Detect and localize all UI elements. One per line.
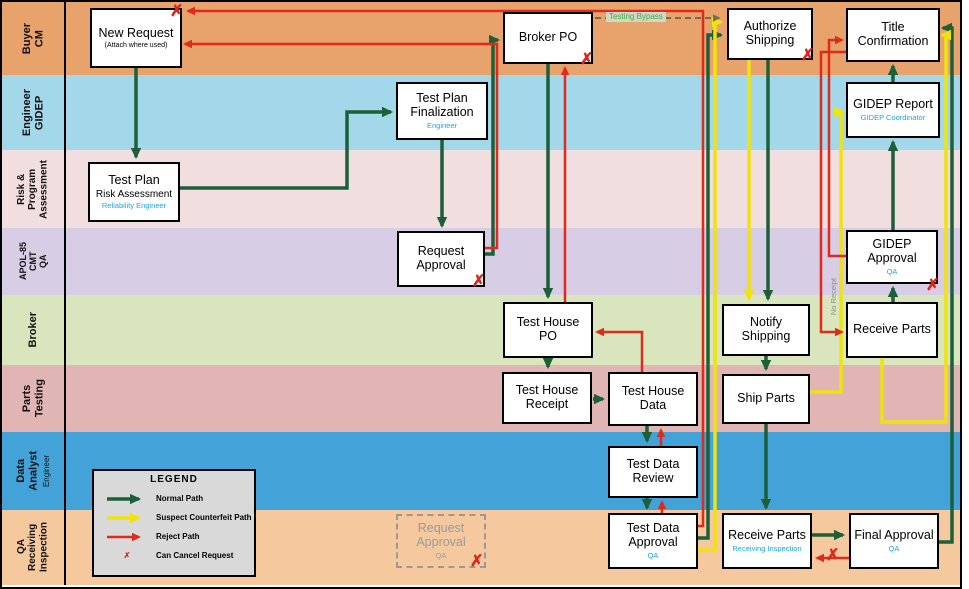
node-role: QA: [435, 550, 447, 560]
testing-bypass-label: Testing Bypass: [606, 12, 666, 22]
node-title: Test House Receipt: [515, 383, 579, 411]
node-role: Receiving Inspection: [732, 543, 802, 553]
legend: LEGEND Normal Path Suspect Counterfeit P…: [92, 469, 256, 577]
legend-title: LEGEND: [150, 474, 198, 485]
node-title: GIDEP Report: [853, 97, 933, 111]
node-role: QA: [886, 266, 898, 276]
node-final-approval: Final Approval QA: [849, 513, 939, 569]
cancel-x-icon: ✗: [801, 47, 815, 64]
node-ship-parts: Ship Parts: [722, 374, 810, 424]
node-receive-parts-qa: Receive Parts Receiving Inspection: [722, 513, 812, 569]
lane-label-parts-testing: Parts Testing: [2, 365, 66, 432]
node-title: GIDEP Approval: [867, 237, 917, 265]
node-receive-parts-broker: Receive Parts: [846, 302, 938, 358]
legend-item-normal-path: Normal Path: [94, 489, 254, 508]
legend-item-suspect-path: Suspect Counterfeit Path: [94, 508, 254, 527]
cancel-x-icon: ✗: [472, 273, 486, 290]
node-role: QA: [647, 550, 659, 560]
cancel-x-icon: ✗: [170, 3, 184, 20]
node-title: Authorize Shipping: [743, 19, 797, 47]
node-title: Test House Data: [621, 384, 685, 412]
lane-label-apol-85: APOL-85 CMT QA: [2, 228, 66, 295]
node-notify-shipping: Notify Shipping: [722, 304, 810, 356]
cancel-x-icon: ✗: [470, 553, 484, 570]
cancel-x-icon: ✗: [123, 551, 131, 560]
node-gidep-approval: GIDEP Approval QA: [846, 230, 938, 284]
node-title: Test Plan Finalization: [410, 91, 474, 119]
node-title: Test Data Review: [626, 457, 680, 485]
node-request-approval: Request Approval: [397, 231, 485, 287]
node-title: Request Approval: [416, 244, 466, 272]
arrow-reject-requestapproval-newrequest: [182, 39, 499, 250]
node-title: Receive Parts: [728, 528, 806, 542]
legend-label: Suspect Counterfeit Path: [156, 513, 252, 522]
arrow-normal-testplan-finalization: [180, 106, 394, 190]
node-title: Test Plan: [108, 173, 160, 187]
node-test-plan-finalization: Test Plan Finalization Engineer: [396, 82, 488, 140]
node-role: QA: [888, 543, 900, 553]
arrow-normal-testdataapproval-authorize: [698, 29, 724, 540]
node-authorize-shipping: Authorize Shipping: [727, 8, 813, 60]
node-test-house-po: Test House PO: [503, 302, 593, 358]
cancel-x-icon: ✗: [826, 547, 840, 564]
node-gidep-report: GIDEP Report GIDEP Coordinator: [846, 82, 940, 138]
suspect-path-arrow-icon: [107, 512, 142, 523]
node-role: Reliability Engineer: [101, 200, 167, 210]
node-title: Receive Parts: [853, 322, 931, 337]
arrow-suspect-testdataapproval-authorize: [698, 16, 724, 552]
node-role: Engineer: [426, 120, 458, 130]
arrow-reject-titleconfirmation-receivebroker: [819, 50, 846, 337]
node-broker-po: Broker PO: [503, 12, 593, 64]
node-request-approval-ghost: Request Approval QA: [396, 514, 486, 568]
node-title: New Request: [98, 25, 174, 40]
arrow-suspect-shipparts-gidepreport: [810, 106, 846, 394]
lane-label-risk-program: Risk & Program Assessment: [2, 150, 66, 228]
legend-item-can-cancel: ✗ Can Cancel Request: [94, 546, 254, 565]
node-test-data-approval: Test Data Approval QA: [608, 513, 698, 569]
node-title: Title Confirmation: [857, 20, 929, 48]
node-title: Ship Parts: [737, 391, 795, 406]
node-subnote: (Attach where used): [104, 41, 168, 49]
lane-label-broker: Broker: [2, 295, 66, 365]
arrow-reject-gidepapproval-titleconfirmation: [827, 35, 846, 258]
node-line2: Risk Assessment: [95, 188, 173, 200]
node-test-house-receipt: Test House Receipt: [502, 372, 592, 424]
legend-label: Reject Path: [156, 532, 200, 541]
node-test-data-review: Test Data Review: [608, 446, 698, 498]
lane-label-buyer-cm: Buyer CM: [2, 2, 66, 75]
node-test-house-data: Test House Data: [608, 372, 698, 426]
node-test-plan-risk-assessment: Test Plan Risk Assessment Reliability En…: [88, 162, 180, 222]
node-title: Final Approval: [854, 528, 934, 542]
lane-label-engineer-gidep: Engineer GIDEP: [2, 75, 66, 150]
cancel-x-icon: ✗: [926, 277, 940, 294]
legend-label: Normal Path: [156, 494, 204, 503]
arrow-normal-finalapproval-titleconfirmation: [939, 22, 954, 544]
reject-path-arrow-icon: [107, 532, 142, 541]
legend-item-reject-path: Reject Path: [94, 527, 254, 546]
node-role: GIDEP Coordinator: [860, 112, 926, 122]
node-title: Test House PO: [516, 315, 580, 343]
no-receipt-label: No Receipt: [829, 278, 838, 316]
node-title: Request Approval: [416, 521, 466, 549]
normal-path-arrow-icon: [107, 493, 142, 504]
node-title-confirmation: Title Confirmation: [846, 8, 940, 62]
arrow-reject-testhousedata-testhousepo: [594, 327, 644, 372]
node-title: Notify Shipping: [741, 315, 791, 343]
node-title: Test Data Approval: [626, 521, 680, 549]
arrow-normal-requestapproval-brokerpo: [485, 34, 501, 256]
legend-label: Can Cancel Request: [156, 551, 234, 560]
arrow-reject-testdataapproval-newrequest: [185, 6, 705, 528]
node-new-request: New Request (Attach where used): [90, 8, 182, 68]
lane-label-qa-receiving: QA Receiving Inspection: [2, 510, 66, 585]
node-title: Broker PO: [518, 30, 578, 45]
arrow-suspect-receivebroker-titleconfirmation: [880, 29, 952, 424]
cancel-x-icon: ✗: [580, 51, 594, 68]
